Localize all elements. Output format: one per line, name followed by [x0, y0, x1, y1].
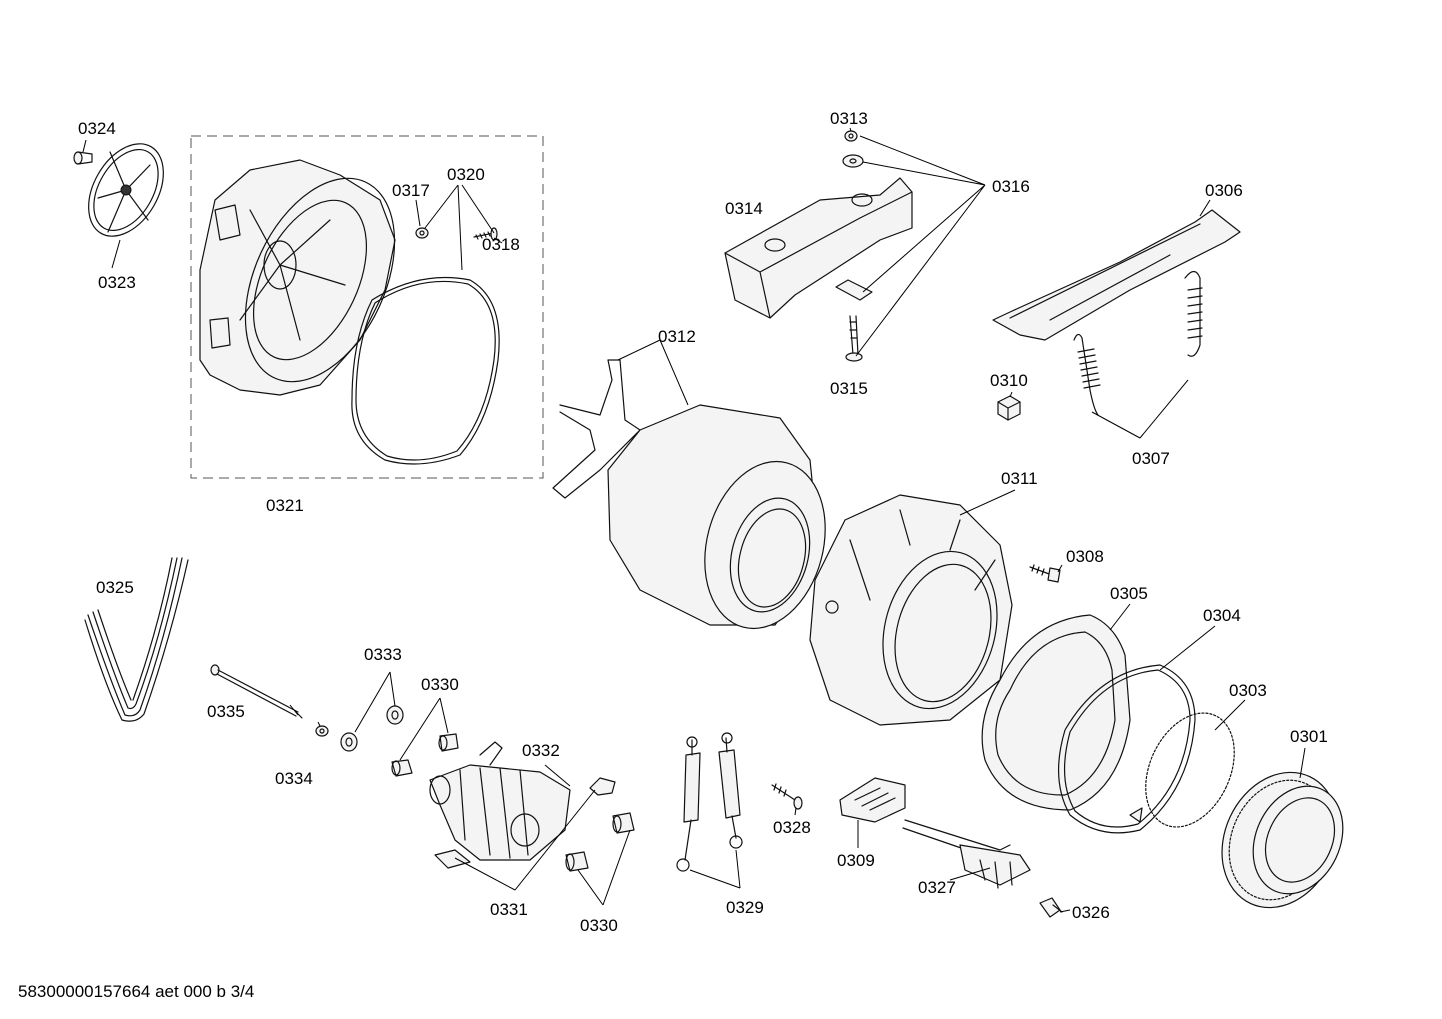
assembly-group-box-0321	[190, 135, 544, 479]
part-0332-clip	[589, 777, 616, 796]
part-0301-door-seal	[1221, 771, 1344, 909]
part-0312-drum	[552, 359, 826, 630]
part-0320-gasket	[351, 276, 500, 465]
label-0316: 0316	[992, 177, 1030, 196]
part-0325-belt	[84, 557, 189, 722]
part-0317-nut	[415, 227, 429, 239]
part-0323-pulley	[88, 143, 164, 237]
part-0316-washer	[842, 154, 864, 168]
label-0331: 0331	[490, 900, 528, 919]
part-0315-bolt	[845, 315, 863, 362]
label-0329: 0329	[726, 898, 764, 917]
part-0304-clamp-ring	[1058, 664, 1196, 834]
label-0334: 0334	[275, 769, 313, 788]
part-0311-front-tub	[809, 494, 1013, 726]
document-id-footer: 58300000157664 aet 000 b 3/4	[18, 982, 255, 1001]
label-0314: 0314	[725, 199, 763, 218]
label-0317: 0317	[392, 181, 430, 200]
label-0325: 0325	[96, 578, 134, 597]
label-0303: 0303	[1229, 681, 1267, 700]
part-0330-bushings-upper	[391, 733, 459, 777]
label-0307: 0307	[1132, 449, 1170, 468]
label-0304: 0304	[1203, 606, 1241, 625]
label-0335: 0335	[207, 702, 245, 721]
label-0306: 0306	[1205, 181, 1243, 200]
label-0333: 0333	[364, 645, 402, 664]
part-0321-rear-tub	[199, 159, 396, 396]
part-0314-counterweight	[724, 177, 913, 319]
part-0326-sensor	[1039, 897, 1063, 918]
part-number-labels: 0324 0323 0317 0320 0318 0321 0313 0316 …	[78, 109, 1328, 935]
label-0327: 0327	[918, 878, 956, 897]
label-0301: 0301	[1290, 727, 1328, 746]
label-0320: 0320	[447, 165, 485, 184]
label-0323: 0323	[98, 273, 136, 292]
label-0332: 0332	[522, 741, 560, 760]
part-0310-block	[997, 395, 1021, 421]
part-0308-screw	[1029, 564, 1061, 583]
label-0309: 0309	[837, 851, 875, 870]
label-0330-lower: 0330	[580, 916, 618, 935]
label-0313: 0313	[830, 109, 868, 128]
label-0305: 0305	[1110, 584, 1148, 603]
part-0303-spring-ring	[1145, 712, 1235, 828]
label-0321: 0321	[266, 496, 304, 515]
label-0318: 0318	[482, 235, 520, 254]
part-0330-bushings-lower	[565, 812, 635, 872]
label-0308: 0308	[1066, 547, 1104, 566]
part-0305-collar	[981, 614, 1131, 811]
label-0330-upper: 0330	[421, 675, 459, 694]
leader-lines	[82, 127, 1306, 913]
label-0311: 0311	[1001, 469, 1038, 488]
label-0312: 0312	[658, 327, 696, 346]
part-0333-bushings	[340, 705, 404, 752]
part-0309-connector	[839, 777, 906, 823]
part-0331-motor	[429, 741, 571, 869]
part-0334-nut	[315, 725, 329, 737]
label-0326: 0326	[1072, 903, 1110, 922]
part-0316-clip	[835, 279, 873, 301]
part-0307-springs	[1073, 270, 1203, 416]
part-0306-bracket	[992, 209, 1241, 341]
label-0315: 0315	[830, 379, 868, 398]
part-0329-shock-absorbers	[676, 732, 743, 872]
label-0324: 0324	[78, 119, 116, 138]
label-0310: 0310	[990, 371, 1028, 390]
label-0328: 0328	[773, 818, 811, 837]
part-0324-bolt	[73, 151, 93, 165]
part-0313-nut	[844, 130, 858, 142]
part-0327-heater	[902, 819, 1031, 889]
part-0328-screw	[771, 783, 803, 810]
